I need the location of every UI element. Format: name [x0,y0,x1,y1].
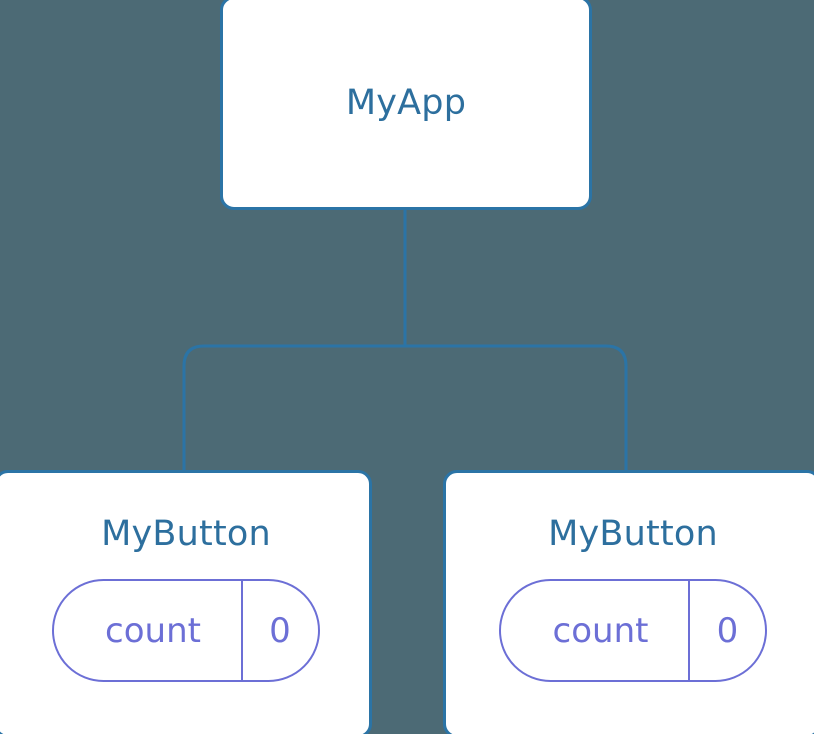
state-value-label: 0 [240,581,318,680]
state-pill-count-2[interactable]: count 0 [499,579,767,682]
state-key-label: count [105,610,201,651]
edge-branch-bar [182,344,628,470]
node-mybutton-1-title: MyButton [101,514,271,554]
node-myapp-title: MyApp [345,82,467,123]
node-mybutton-1[interactable]: MyButton count 0 [0,470,372,734]
node-mybutton-2[interactable]: MyButton count 0 [443,470,814,734]
node-mybutton-2-title: MyButton [548,514,718,554]
node-myapp[interactable]: MyApp [220,0,592,210]
state-pill-count-1[interactable]: count 0 [51,579,320,682]
state-value-label: 0 [688,581,765,680]
state-key-label: count [552,610,649,651]
